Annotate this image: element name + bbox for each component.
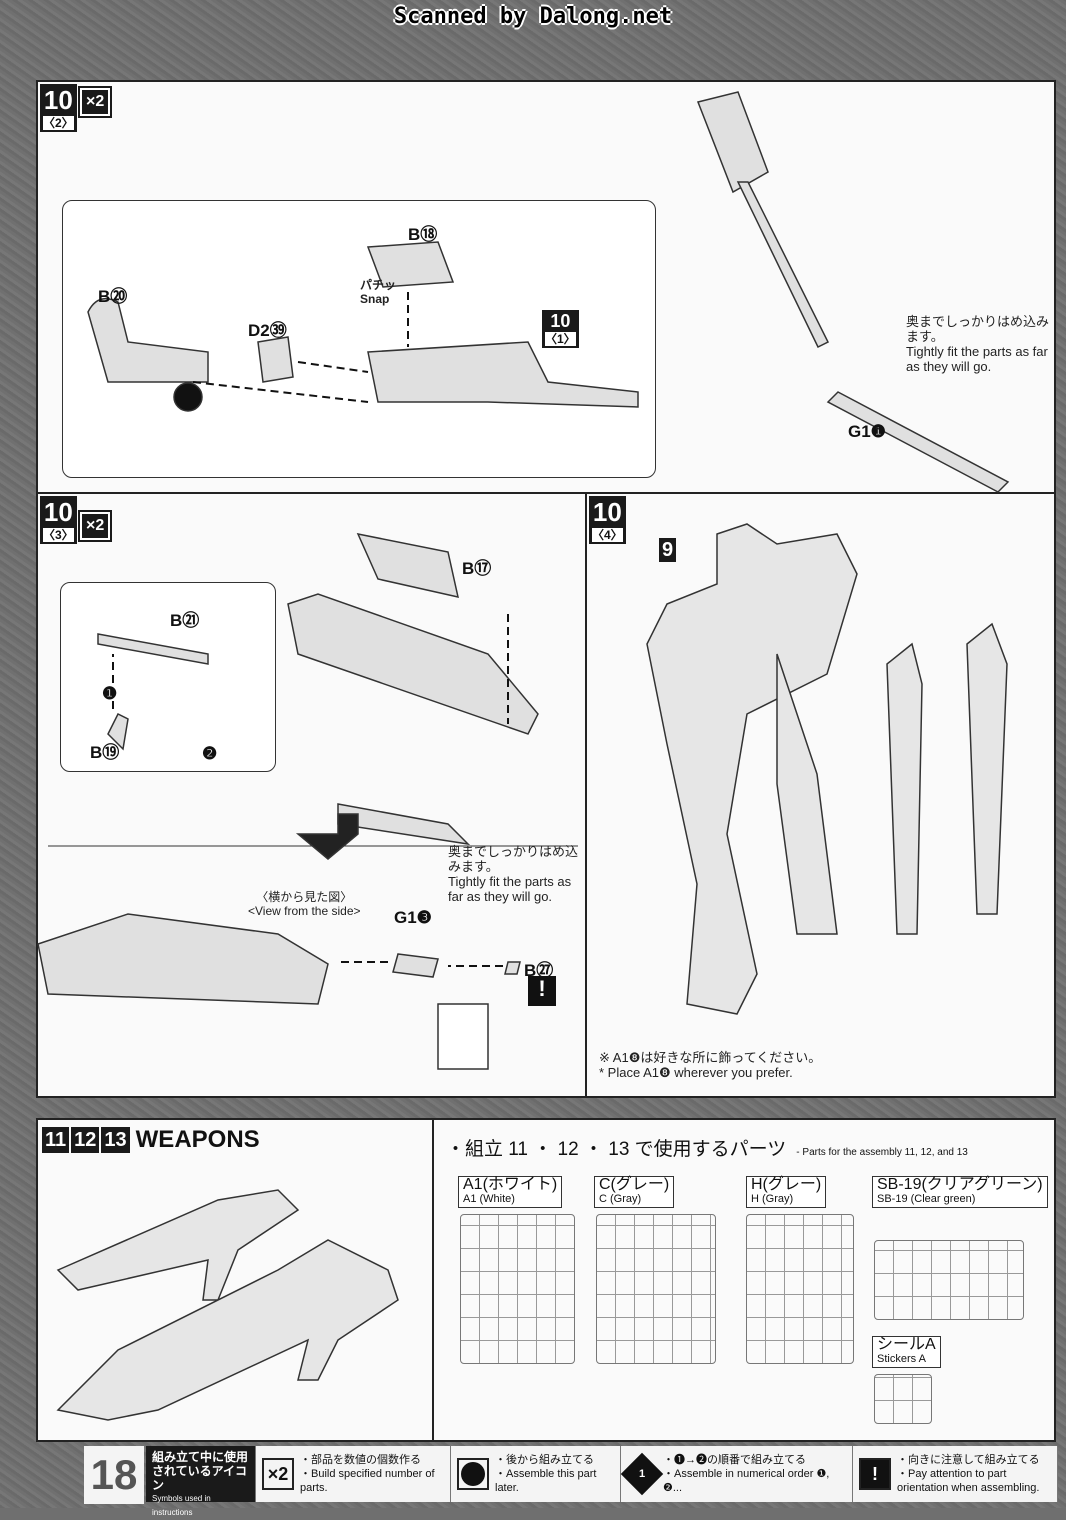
parts-list-title: ・組立 11 ・ 12 ・ 13 で使用するパーツ - Parts for th… xyxy=(446,1139,968,1160)
runner-label-h: H(グレー)H (Gray) xyxy=(746,1176,827,1208)
part-label: D2㊴ xyxy=(248,321,287,340)
runner-h xyxy=(746,1214,854,1364)
part-label: G1❸ xyxy=(394,908,432,927)
step-number: 10〈3〉 xyxy=(40,496,77,544)
step-10-4-panel: 10〈4〉 9 ※ A1❽は好きな所に飾ってください。* Place A1❽ w… xyxy=(585,492,1056,1098)
legend-item-later: ・後から組み立てる・Assemble this part later. xyxy=(451,1446,621,1502)
orientation-icon: ! xyxy=(859,1458,891,1490)
part-label: B⑰ xyxy=(462,559,492,578)
step-number: 12 xyxy=(71,1127,100,1153)
side-view-label: 〈横から見た図〉<View from the side> xyxy=(248,890,361,918)
legend-item-order: 1・❶→❷の順番で組み立てる・Assemble in numerical ord… xyxy=(620,1446,853,1502)
runner-c xyxy=(596,1214,716,1364)
weapons-heading: 11 12 13 WEAPONS xyxy=(42,1126,260,1154)
part-label: B⑲ xyxy=(90,743,120,762)
part-label: G1❶ xyxy=(848,422,886,441)
placement-note: ※ A1❽は好きな所に飾ってください。* Place A1❽ wherever … xyxy=(599,1050,822,1080)
assembly-drawing xyxy=(87,91,1010,493)
sticker-sheet xyxy=(874,1374,932,1424)
scan-watermark: Scanned by Dalong.net xyxy=(393,4,673,29)
step-number: 13 xyxy=(101,1127,130,1153)
runner-label-a1: A1(ホワイト)A1 (White) xyxy=(458,1176,563,1208)
gundam-figure xyxy=(646,523,1008,1015)
ref-step: 9 xyxy=(659,538,677,562)
multiplier-badge: ×2 xyxy=(77,86,113,118)
order-icon: 1 xyxy=(620,1452,664,1496)
part-label: B㉗ xyxy=(524,961,554,980)
part-label: B⑳ xyxy=(98,287,128,306)
step-number: 10〈4〉 xyxy=(589,496,626,544)
orientation-icon: ! xyxy=(528,976,556,1006)
multiplier-icon: ×2 xyxy=(262,1458,294,1490)
weapons-title: WEAPONS xyxy=(135,1126,260,1153)
ref-step: 10〈1〉 xyxy=(542,310,579,348)
part-label: B⑱ xyxy=(408,225,438,244)
parts-list-panel: ・組立 11 ・ 12 ・ 13 で使用するパーツ - Parts for th… xyxy=(432,1118,1056,1442)
part-label: B㉑ xyxy=(170,611,200,630)
runner-label-c: C(グレー)C (Gray) xyxy=(594,1176,675,1208)
assemble-later-icon xyxy=(457,1458,489,1490)
step-number: 11 xyxy=(42,1127,70,1153)
step-number: 10〈2〉 xyxy=(40,84,77,132)
legend-item-orientation: !・向きに注意して組み立てる・Pay attention to part ori… xyxy=(853,1446,1058,1502)
step-10-3-panel: 10〈3〉 ×2 B㉑ B⑲ B⑰ ❶ ❷ 〈横から見た図〉<View from… xyxy=(36,492,587,1098)
assembly-drawing xyxy=(37,532,578,1070)
legend-item-multiply: ×2・部品を数値の個数作る・Build specified number of … xyxy=(256,1446,451,1502)
detail-callout xyxy=(60,582,276,772)
weapons-drawing xyxy=(56,1189,399,1421)
multiplier-badge: ×2 xyxy=(77,510,113,542)
fit-note: 奥までしっかりはめ込みます。Tightly fit the parts as f… xyxy=(448,844,579,904)
order-1: ❶ xyxy=(102,684,118,703)
weapons-panel: 11 12 13 WEAPONS xyxy=(36,1118,434,1442)
runner-sb19 xyxy=(874,1240,1024,1320)
fit-note: 奥までしっかりはめ込みます。Tightly fit the parts as f… xyxy=(906,314,1050,374)
runner-label-sb19: SB-19(クリアグリーン)SB-19 (Clear green) xyxy=(872,1176,1048,1208)
order-2: ❷ xyxy=(202,744,218,763)
page-number: 18 xyxy=(84,1446,144,1504)
runner-a1 xyxy=(460,1214,575,1364)
